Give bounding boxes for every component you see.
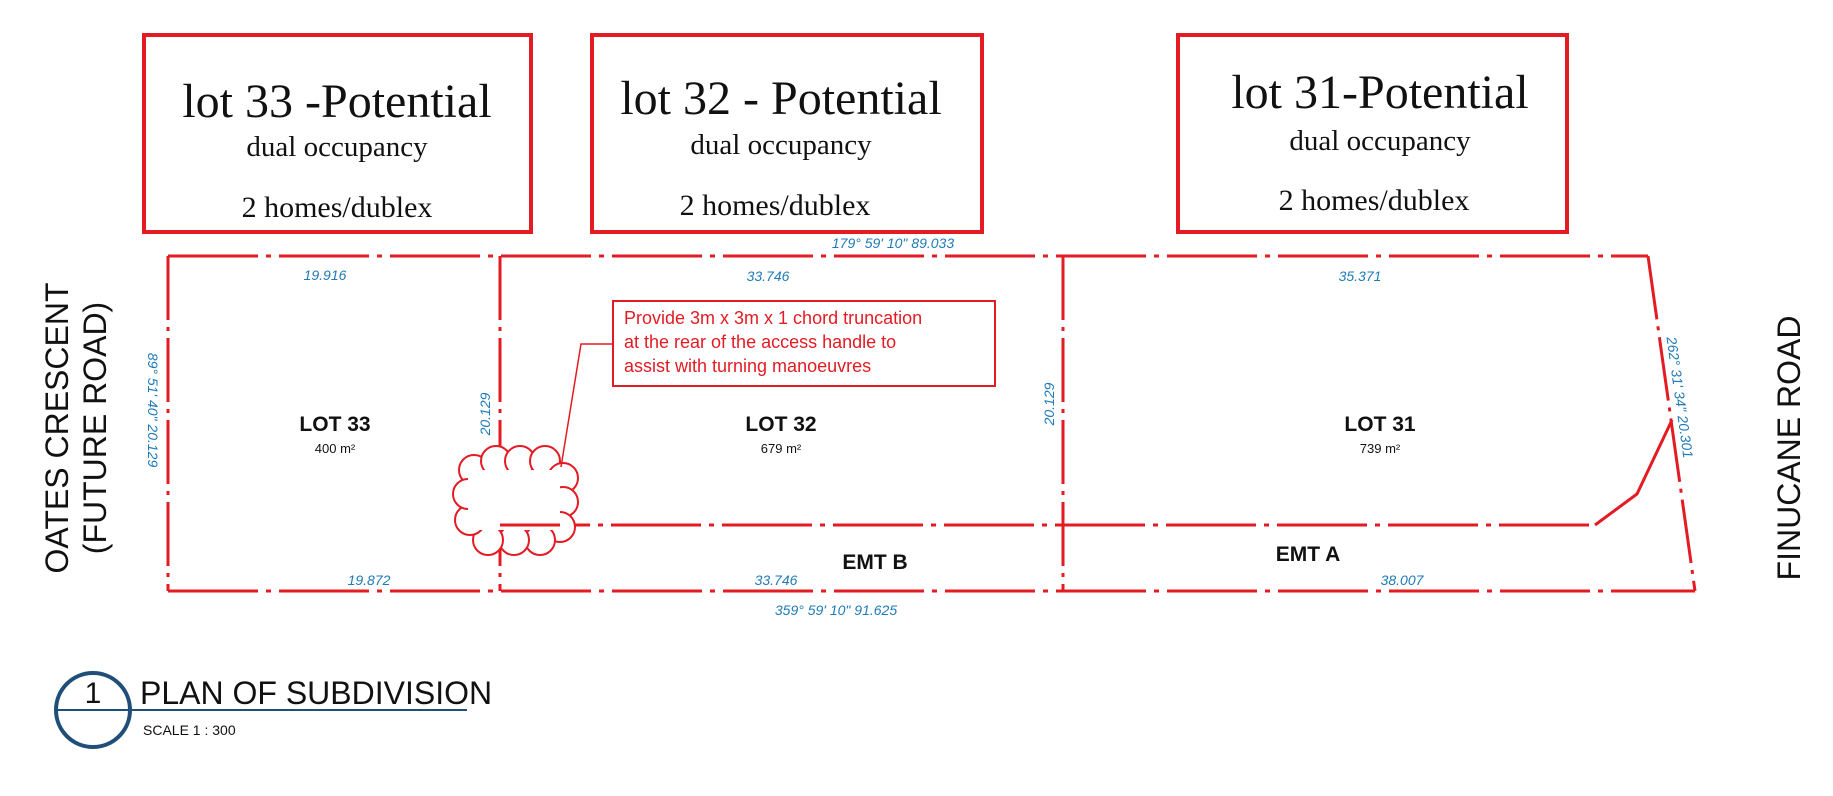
easement-splay [1594,419,1674,527]
potential-subtitle: dual occupancy [690,129,872,161]
dim-left-side: 89° 51' 40" 20.129 [145,353,161,468]
dim-top-lot-32: 33.746 [747,268,790,284]
potential-title: lot 32 - Potential [620,72,941,125]
drawing-number: 1 [85,677,102,710]
potential-homes: 2 homes/dublex [680,189,871,222]
dim-top-lot-31: 35.371 [1339,268,1382,284]
lot-area: 400 m² [315,441,356,456]
note-line-2: at the rear of the access handle to [624,332,896,352]
easement-a-label: EMT A [1276,543,1341,566]
road-right: FINUCANE ROAD [1771,316,1807,581]
dimension-labels: 179° 59' 10" 89.033 19.916 33.746 35.371… [145,235,1696,618]
dim-bottom-lot-33: 19.872 [348,572,391,588]
lot-area: 739 m² [1360,441,1401,456]
bottom-bearing-label: 359° 59' 10" 91.625 [775,602,897,618]
lot-name: LOT 33 [299,413,370,436]
road-labels: OATES CRESCENT (FUTURE ROAD) FINUCANE RO… [39,283,1807,581]
drawing-scale: SCALE 1 : 300 [143,722,236,738]
note-line-3: assist with turning manoeuvres [624,356,871,376]
potential-homes: 2 homes/dublex [242,191,433,224]
potential-box-lot-33: lot 33 -Potential dual occupancy 2 homes… [142,33,533,234]
potential-subtitle: dual occupancy [1289,125,1471,157]
lot-labels: LOT 33 400 m² LOT 32 679 m² LOT 31 739 m… [299,413,1416,574]
leader-line [560,343,613,468]
potential-title: lot 31-Potential [1231,66,1528,119]
potential-subtitle: dual occupancy [246,131,428,163]
dim-bottom-lot-32: 33.746 [755,572,798,588]
potential-homes: 2 homes/dublex [1279,184,1470,217]
potential-title: lot 33 -Potential [182,75,491,128]
dim-divider-33-32: 20.129 [477,392,493,436]
dim-bottom-lot-31: 38.007 [1381,572,1425,588]
revision-cloud [452,445,579,556]
lot-area: 679 m² [761,441,802,456]
road-left-line-1: OATES CRESCENT [39,283,75,574]
note-line-1: Provide 3m x 3m x 1 chord truncation [624,308,922,328]
lot-name: LOT 31 [1344,413,1416,436]
lot-name: LOT 32 [745,413,816,436]
drawing-title: PLAN OF SUBDIVISION [140,675,492,711]
potential-box-lot-32: lot 32 - Potential dual occupancy 2 home… [590,33,984,234]
truncation-note: Provide 3m x 3m x 1 chord truncation at … [560,300,996,468]
easement-b-label: EMT B [842,551,907,574]
potential-box-lot-31: lot 31-Potential dual occupancy 2 homes/… [1176,33,1569,234]
drawing-title-block: 1 PLAN OF SUBDIVISION SCALE 1 : 300 [54,671,492,749]
dim-divider-32-31: 20.129 [1041,382,1057,426]
dim-top-lot-33: 19.916 [304,267,347,283]
road-left-line-2: (FUTURE ROAD) [77,302,113,554]
top-bearing-label: 179° 59' 10" 89.033 [832,235,954,251]
